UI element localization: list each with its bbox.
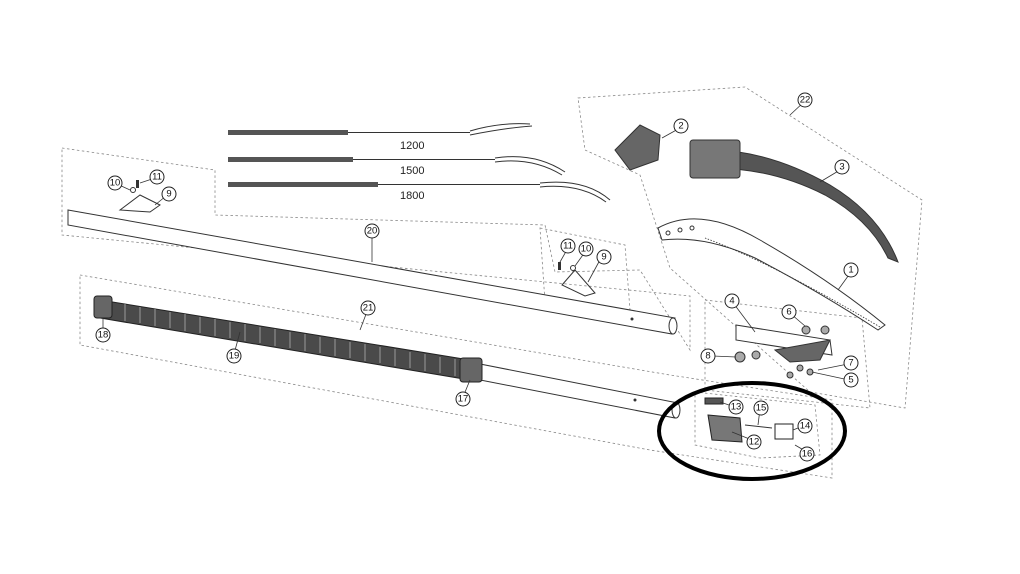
hook-right xyxy=(558,262,596,297)
svg-text:13: 13 xyxy=(731,402,742,413)
callout-22: 22 xyxy=(797,92,813,108)
belt-clip xyxy=(614,124,661,171)
frame-sleeve-group xyxy=(694,391,821,459)
callout-9-right: 9 xyxy=(596,249,612,265)
svg-text:12: 12 xyxy=(749,437,760,448)
pole-variant-1800: 1800 xyxy=(228,181,611,203)
callout-20: 20 xyxy=(364,223,380,239)
pole-variant-1200: 1200 xyxy=(228,123,533,152)
mount-plate xyxy=(734,324,833,379)
callout-3: 3 xyxy=(834,159,850,175)
svg-text:10: 10 xyxy=(110,178,121,189)
svg-text:9: 9 xyxy=(601,252,606,263)
highlight-ring xyxy=(657,381,847,481)
callout-4: 4 xyxy=(724,293,740,309)
svg-text:16: 16 xyxy=(802,449,813,460)
length-label-1200: 1200 xyxy=(400,140,424,152)
callout-10-right: 10 xyxy=(578,241,594,257)
svg-text:1: 1 xyxy=(848,265,853,276)
hook-left xyxy=(118,180,161,213)
callout-17: 17 xyxy=(455,391,471,407)
svg-text:15: 15 xyxy=(756,403,767,414)
svg-text:4: 4 xyxy=(729,296,734,307)
svg-text:14: 14 xyxy=(800,421,811,432)
svg-text:19: 19 xyxy=(229,351,240,362)
length-label-1500: 1500 xyxy=(400,165,424,177)
svg-text:5: 5 xyxy=(848,375,853,386)
svg-text:20: 20 xyxy=(367,226,378,237)
svg-text:9: 9 xyxy=(166,189,171,200)
callout-11-left: 11 xyxy=(149,169,165,185)
callout-15: 15 xyxy=(753,400,769,416)
scabbard xyxy=(689,139,899,263)
svg-text:17: 17 xyxy=(458,394,469,405)
callout-14: 14 xyxy=(797,418,813,434)
callout-1: 1 xyxy=(843,262,859,278)
saw-blade xyxy=(657,218,886,331)
svg-text:11: 11 xyxy=(563,241,573,252)
svg-text:10: 10 xyxy=(581,244,592,255)
callout-11-right: 11 xyxy=(560,238,576,254)
sleeve-parts xyxy=(704,397,794,443)
frame-hardware-group xyxy=(704,299,871,409)
callout-2: 2 xyxy=(673,118,689,134)
callout-5: 5 xyxy=(843,372,859,388)
svg-text:22: 22 xyxy=(800,95,811,106)
callout-10-left: 10 xyxy=(107,175,123,191)
svg-text:7: 7 xyxy=(848,358,853,369)
svg-text:11: 11 xyxy=(152,172,162,183)
callout-13: 13 xyxy=(728,399,744,415)
callout-7: 7 xyxy=(843,355,859,371)
outer-pole xyxy=(67,209,678,335)
svg-text:8: 8 xyxy=(705,351,710,362)
svg-text:21: 21 xyxy=(363,303,374,314)
callout-16: 16 xyxy=(799,446,815,462)
pole-variant-1500: 1500 xyxy=(228,156,566,177)
svg-text:3: 3 xyxy=(839,162,844,173)
callout-6: 6 xyxy=(781,304,797,320)
svg-text:6: 6 xyxy=(786,307,791,318)
callout-18: 18 xyxy=(95,327,111,343)
svg-text:18: 18 xyxy=(98,330,109,341)
length-label-1800: 1800 xyxy=(400,190,424,202)
svg-text:2: 2 xyxy=(678,121,683,132)
callout-8: 8 xyxy=(700,348,716,364)
frame-lower-pole-group xyxy=(79,274,833,479)
callout-19: 19 xyxy=(226,348,242,364)
callout-21: 21 xyxy=(360,300,376,316)
callout-9-left: 9 xyxy=(161,186,177,202)
callout-12: 12 xyxy=(746,434,762,450)
